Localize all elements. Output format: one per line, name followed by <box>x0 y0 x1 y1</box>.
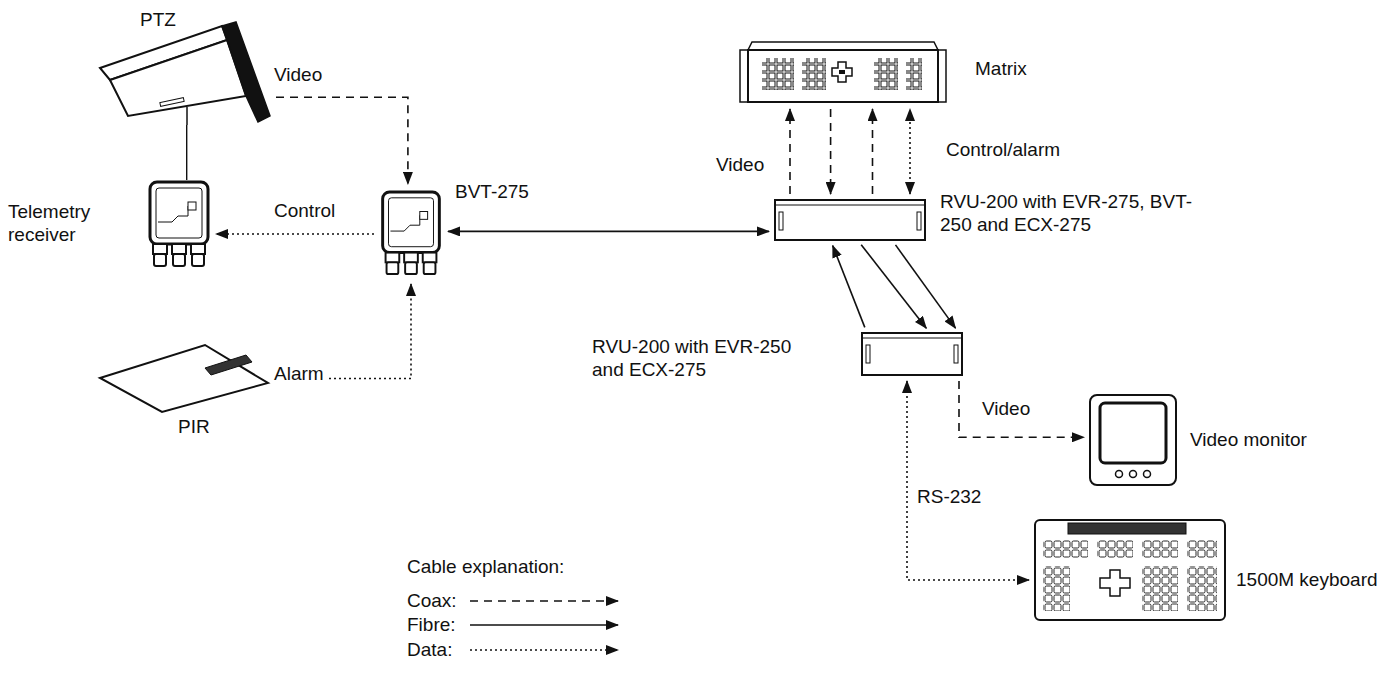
rvu-rack-lower <box>862 338 962 339</box>
device-label: Telemetry receiver <box>8 200 128 246</box>
cable-label: Control <box>272 200 337 222</box>
device-label: 1500M keyboard <box>1236 568 1378 591</box>
legend-text: Data: <box>407 638 452 661</box>
bvt-transceiver-box <box>383 192 440 274</box>
cable-label: Control/alarm <box>944 139 1062 161</box>
video-monitor <box>1144 471 1151 478</box>
fibre-cable <box>896 245 956 328</box>
fibre-cable <box>448 231 769 233</box>
control-keyboard <box>1043 566 1070 611</box>
ptz-camera <box>186 107 188 125</box>
rvu-rack-upper <box>917 212 921 230</box>
coax-cable <box>789 109 791 194</box>
cable-label: RS-232 <box>915 486 983 508</box>
coax-cable <box>830 109 832 194</box>
pir-detector <box>205 355 252 375</box>
camera-node: PTZ <box>100 22 270 125</box>
legend-samples <box>470 601 618 650</box>
control-keyboard <box>1100 570 1130 596</box>
legend-text: Fibre: <box>407 613 456 636</box>
bvt-transceiver-box <box>383 192 440 274</box>
pir-detector <box>100 345 268 412</box>
video-monitor <box>1130 471 1137 478</box>
legend-heading: Cable explanation: <box>407 555 564 578</box>
matrix-rack <box>906 58 922 90</box>
matrix-rack <box>740 50 748 102</box>
rack-node: RVU-200 with EVR-275, BVT-250 and ECX-27… <box>775 200 925 240</box>
rvu-rack-lower <box>862 333 962 375</box>
video-monitor <box>1100 403 1166 463</box>
device-label: RVU-200 with EVR-275, BVT-250 and ECX-27… <box>940 190 1205 236</box>
rvu-rack-upper <box>775 200 925 240</box>
control-keyboard <box>1035 520 1225 620</box>
ptz-camera <box>110 40 246 116</box>
pir-detector <box>100 345 268 412</box>
rvu-rack-lower <box>954 345 958 363</box>
legend-samples <box>470 600 618 602</box>
device-label: Video monitor <box>1190 428 1307 451</box>
coax-cable <box>959 381 1084 437</box>
rvu-rack-lower <box>862 333 962 375</box>
rvu-rack-upper <box>779 212 783 230</box>
video-monitor <box>1116 471 1123 478</box>
control-keyboard <box>1187 566 1217 611</box>
control-keyboard <box>1142 540 1178 558</box>
matrix-rack <box>762 58 794 90</box>
fibre-cable <box>833 246 865 328</box>
legend-text: Coax: <box>407 589 457 612</box>
plain-cable <box>186 125 187 180</box>
fibre-cable <box>861 245 926 329</box>
monitor-node: Video monitor <box>1090 395 1176 485</box>
telemetry-receiver-box <box>150 182 208 266</box>
coax-cable <box>276 97 408 184</box>
control-keyboard <box>1142 566 1178 611</box>
matrix-rack <box>748 50 938 102</box>
matrix-rack <box>740 42 946 102</box>
matrix-node: Matrix <box>740 42 946 103</box>
device-label: PIR <box>178 415 210 438</box>
receiver-node: Telemetry receiver <box>148 180 210 270</box>
ptz-camera <box>100 22 270 125</box>
control-keyboard <box>1187 540 1217 558</box>
ptz-camera <box>222 22 270 122</box>
control-keyboard <box>1097 540 1133 558</box>
cable-label: Video <box>980 398 1032 420</box>
matrix-rack <box>874 58 898 90</box>
transceiver-node: BVT-275 <box>380 190 442 278</box>
video-monitor <box>1090 395 1176 485</box>
matrix-rack <box>938 50 946 102</box>
device-label: BVT-275 <box>455 180 529 203</box>
telemetry-receiver-box <box>150 182 208 266</box>
legend-samples <box>470 624 618 626</box>
data-cable <box>216 233 374 235</box>
matrix-rack <box>802 58 826 90</box>
ptz-camera <box>160 98 184 107</box>
coax-cable <box>872 109 874 194</box>
rack-node: RVU-200 with EVR-250 and ECX-275 <box>862 333 962 375</box>
device-label: PTZ <box>140 8 176 31</box>
matrix-rack <box>748 42 938 50</box>
device-label: Matrix <box>975 57 1027 80</box>
control-keyboard <box>1043 540 1088 558</box>
rvu-rack-upper <box>775 200 925 240</box>
rvu-rack-upper <box>775 205 925 206</box>
matrix-rack <box>832 62 852 82</box>
detector-node: PIR <box>100 345 268 412</box>
keyboard-node: 1500M keyboard <box>1035 520 1225 620</box>
legend-samples <box>470 649 618 651</box>
cable-label: Alarm <box>272 363 326 385</box>
data-cable <box>909 109 911 194</box>
cable-label: Video <box>714 154 766 176</box>
device-label: RVU-200 with EVR-250 and ECX-275 <box>592 335 824 381</box>
control-keyboard <box>1035 520 1225 620</box>
video-monitor <box>1090 395 1176 485</box>
control-keyboard <box>1068 523 1186 534</box>
matrix-rack <box>839 70 845 74</box>
rvu-rack-lower <box>866 345 870 363</box>
cable-label: Video <box>272 64 324 86</box>
